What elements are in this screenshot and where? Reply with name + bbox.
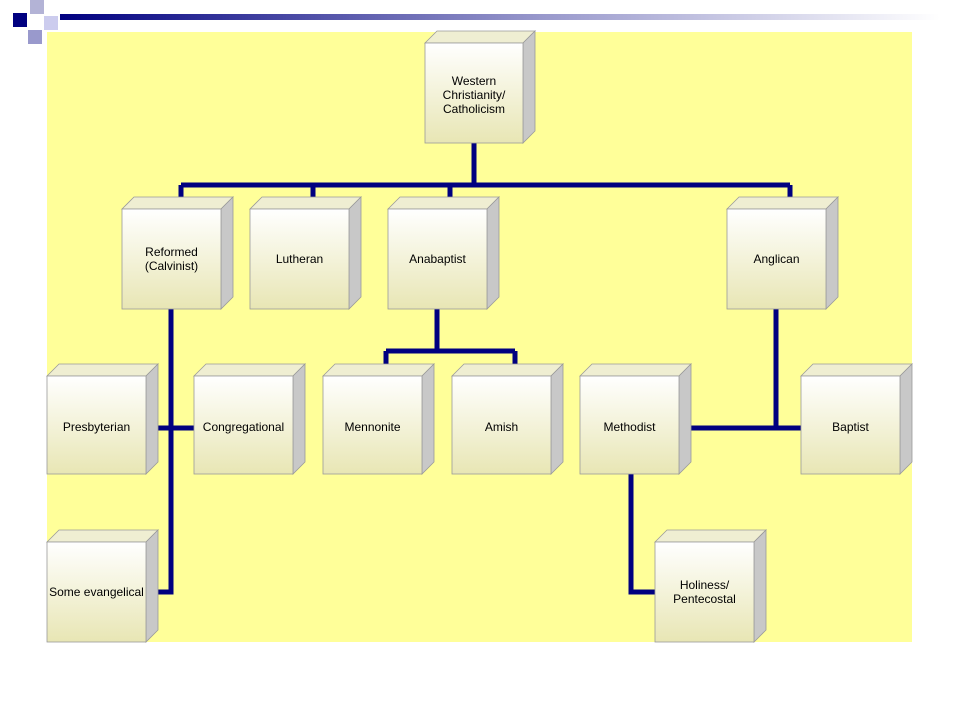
node-anabaptist [387,196,500,310]
box-front-face [800,375,901,475]
box-side-face [421,363,435,475]
box-side-face [678,363,692,475]
box-top-face [121,196,234,210]
connector-line [628,474,655,595]
box-front-face [46,375,147,475]
box-top-face [424,30,536,44]
box-top-face [800,363,913,377]
box-side-face [522,30,536,144]
box-side-face [825,196,839,310]
box-top-face [193,363,306,377]
box-front-face [726,208,827,310]
node-amish [451,363,564,475]
box-side-face [145,529,159,643]
box-top-face [46,529,159,543]
deco-square-dark [13,13,27,27]
box-top-face [249,196,362,210]
box-top-face [46,363,159,377]
box-front-face [654,541,755,643]
connector-line [157,309,174,595]
node-congregational [193,363,306,475]
box-front-face [424,42,524,144]
box-top-face [579,363,692,377]
node-holiness [654,529,767,643]
box-front-face [579,375,680,475]
box-top-face [387,196,500,210]
box-top-face [726,196,839,210]
box-front-face [322,375,423,475]
node-baptist [800,363,913,475]
box-side-face [486,196,500,310]
box-side-face [145,363,159,475]
box-front-face [193,375,294,475]
node-evangelical [46,529,159,643]
box-side-face [899,363,913,475]
box-front-face [46,541,147,643]
deco-bar [60,14,940,20]
box-side-face [550,363,564,475]
node-anglican [726,196,839,310]
node-western [424,30,536,144]
box-front-face [387,208,488,310]
box-front-face [451,375,552,475]
deco-square-pale [44,16,58,30]
box-side-face [292,363,306,475]
node-methodist [579,363,692,475]
box-front-face [249,208,350,310]
slide-decoration [13,0,940,44]
box-side-face [348,196,362,310]
box-top-face [451,363,564,377]
node-presbyterian [46,363,159,475]
deco-square-mid [28,30,42,44]
box-top-face [654,529,767,543]
box-front-face [121,208,222,310]
deco-square-light [30,0,44,14]
box-side-face [220,196,234,310]
node-mennonite [322,363,435,475]
node-lutheran [249,196,362,310]
box-top-face [322,363,435,377]
box-side-face [753,529,767,643]
node-reformed [121,196,234,310]
